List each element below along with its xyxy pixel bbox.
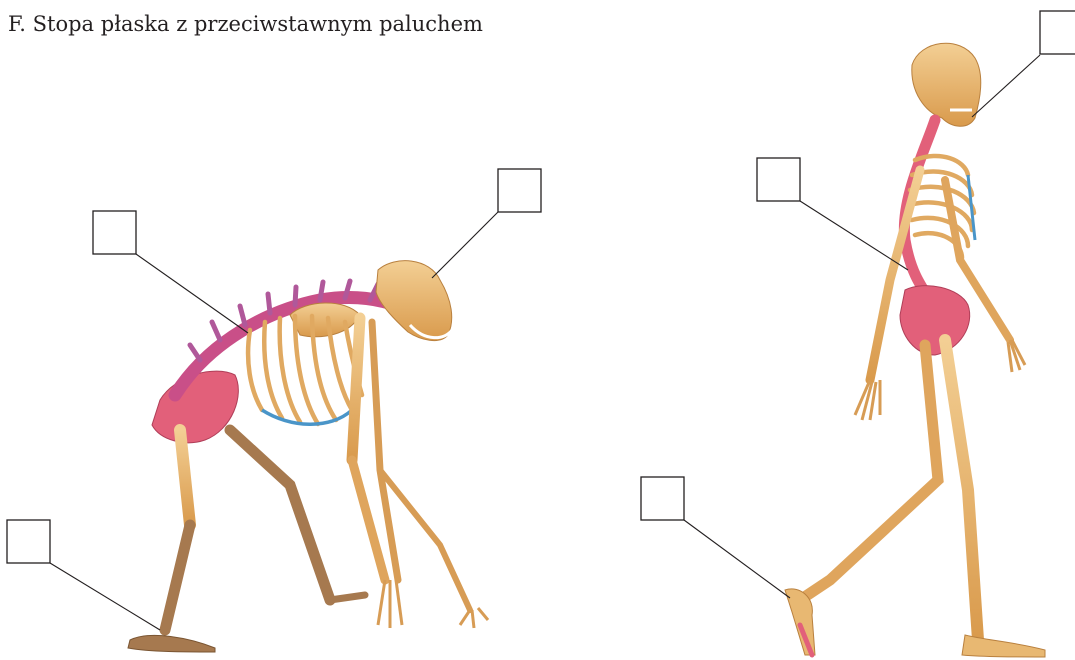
leader-human-foot bbox=[684, 520, 790, 598]
chimp-femur bbox=[180, 430, 190, 525]
human-skull bbox=[912, 43, 981, 126]
answer-box-chimp-spine[interactable] bbox=[93, 211, 136, 254]
chimp-tibia bbox=[165, 525, 190, 630]
answer-box-human-skull[interactable] bbox=[1040, 11, 1075, 54]
human-femur-front bbox=[945, 340, 978, 640]
leader-human-skull bbox=[972, 55, 1040, 117]
answer-box-human-spine[interactable] bbox=[757, 158, 800, 201]
answer-box-chimp-skull[interactable] bbox=[498, 169, 541, 212]
chimpanzee-skeleton bbox=[128, 261, 488, 652]
human-skeleton bbox=[785, 43, 1045, 657]
leader-chimp-spine bbox=[136, 254, 248, 333]
leader-chimp-foot bbox=[50, 563, 160, 630]
answer-box-human-foot[interactable] bbox=[641, 477, 684, 520]
human-pelvis bbox=[900, 286, 970, 355]
answer-box-chimp-foot[interactable] bbox=[7, 520, 50, 563]
leader-human-spine bbox=[800, 201, 908, 270]
human-foot-front bbox=[962, 635, 1045, 657]
chimp-scapula bbox=[290, 303, 360, 337]
human-right-hand bbox=[1008, 340, 1025, 372]
chimp-arm-upper bbox=[352, 318, 360, 460]
leader-chimp-skull bbox=[432, 212, 498, 278]
chimp-hand bbox=[378, 580, 488, 628]
chimp-foot bbox=[128, 635, 215, 652]
human-left-hand bbox=[855, 380, 880, 420]
